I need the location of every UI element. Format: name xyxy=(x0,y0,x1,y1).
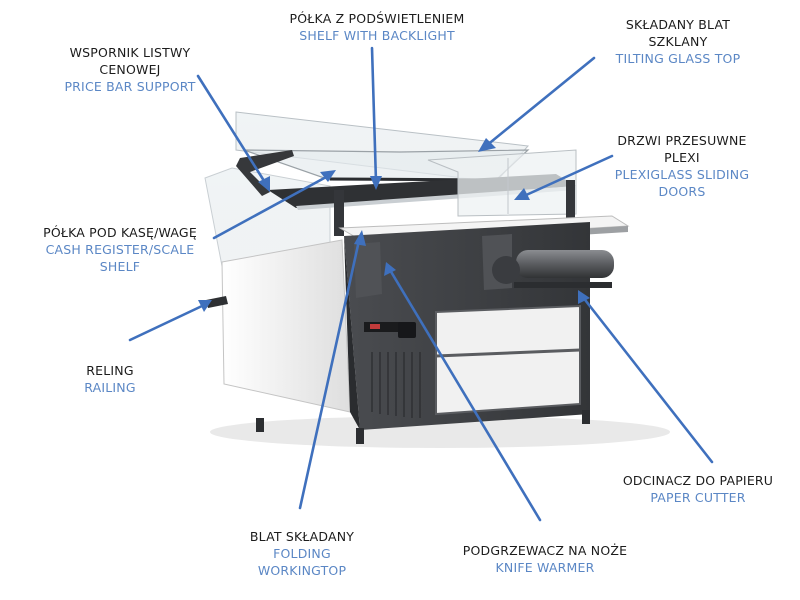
floor-shadow xyxy=(210,416,670,448)
railing xyxy=(206,296,228,308)
label-text-en: SHELF WITH BACKLIGHT xyxy=(299,28,455,43)
label-text-en: TILTING GLASS TOP xyxy=(615,51,741,66)
label-text-pl: SKŁADANY BLAT xyxy=(625,17,731,32)
label-text-en: WORKINGTOP xyxy=(257,563,347,578)
label-text-en: PRICE BAR SUPPORT xyxy=(64,79,196,94)
feet xyxy=(256,410,590,444)
arrow-knife-warmer xyxy=(384,262,542,522)
paper-roll xyxy=(516,250,614,278)
upright-right xyxy=(566,180,575,220)
label-text-pl: RELING xyxy=(86,363,134,378)
label-text-pl: PLEXI xyxy=(664,150,700,165)
arrow-cash-register-shelf xyxy=(212,170,336,240)
label-text-pl: BLAT SKŁADANY xyxy=(249,529,355,544)
arrow-railing xyxy=(128,300,212,342)
arrow-paper-cutter xyxy=(578,290,714,464)
label-text-en: CASH REGISTER/SCALE xyxy=(45,242,195,257)
arrow-price-bar-support xyxy=(196,74,270,192)
label-railing: RELING RAILING xyxy=(60,362,160,396)
sliding-doors xyxy=(427,149,577,217)
arrow-tilting-glass-top xyxy=(478,56,596,152)
roll-bracket xyxy=(492,256,520,284)
label-cash-register-shelf: PÓŁKA POD KASĘ/WAGĘ CASH REGISTER/SCALE … xyxy=(20,224,220,275)
label-text-pl: WSPORNIK LISTWY xyxy=(69,45,191,60)
label-text-en: RAILING xyxy=(84,380,136,395)
label-text-pl: PÓŁKA POD KASĘ/WAGĘ xyxy=(43,225,197,240)
label-text-pl: DRZWI PRZESUWNE xyxy=(617,133,747,148)
label-text-pl: CENOWEJ xyxy=(99,62,161,77)
ventilation-grille xyxy=(371,352,421,418)
label-tilting-glass-top: SKŁADANY BLAT SZKLANY TILTING GLASS TOP xyxy=(578,16,778,67)
label-text-pl: ODCINACZ DO PAPIERU xyxy=(622,473,774,488)
label-text-en: KNIFE WARMER xyxy=(495,560,595,575)
label-sliding-doors: DRZWI PRZESUWNE PLEXI PLEXIGLASS SLIDING… xyxy=(592,132,772,200)
display-readout xyxy=(370,324,380,329)
arrow-sliding-doors xyxy=(514,154,614,200)
label-paper-cutter: ODCINACZ DO PAPIERU PAPER CUTTER xyxy=(608,472,788,506)
label-text-en: SHELF xyxy=(99,259,141,274)
cash-register-shelf xyxy=(221,239,351,413)
upright-left xyxy=(334,190,344,236)
label-text-pl: PÓŁKA Z PODŚWIETLENIEM xyxy=(289,11,465,26)
label-price-bar-support: WSPORNIK LISTWY CENOWEJ PRICE BAR SUPPOR… xyxy=(30,44,230,95)
arrow-folding-workingtop xyxy=(298,230,366,510)
label-knife-warmer: PODGRZEWACZ NA NOŻE KNIFE WARMER xyxy=(440,542,650,576)
callout-arrows xyxy=(128,46,714,522)
label-text-en: PLEXIGLASS SLIDING xyxy=(614,167,750,182)
paper-cutter-blade xyxy=(514,282,612,288)
label-text-en: PAPER CUTTER xyxy=(650,490,746,505)
open-shelving xyxy=(435,304,581,416)
label-folding-workingtop: BLAT SKŁADANY FOLDING WORKINGTOP xyxy=(232,528,372,579)
label-backlight-shelf: PÓŁKA Z PODŚWIETLENIEM SHELF WITH BACKLI… xyxy=(262,10,492,44)
control-display xyxy=(364,322,404,332)
middle-shelf xyxy=(435,348,581,358)
label-text-pl: SZKLANY xyxy=(648,34,708,49)
label-text-en: FOLDING xyxy=(273,546,331,561)
power-switch xyxy=(398,322,416,338)
arrow-backlight-shelf xyxy=(370,46,382,190)
label-text-en: DOORS xyxy=(658,184,706,199)
label-text-pl: PODGRZEWACZ NA NOŻE xyxy=(462,543,628,558)
